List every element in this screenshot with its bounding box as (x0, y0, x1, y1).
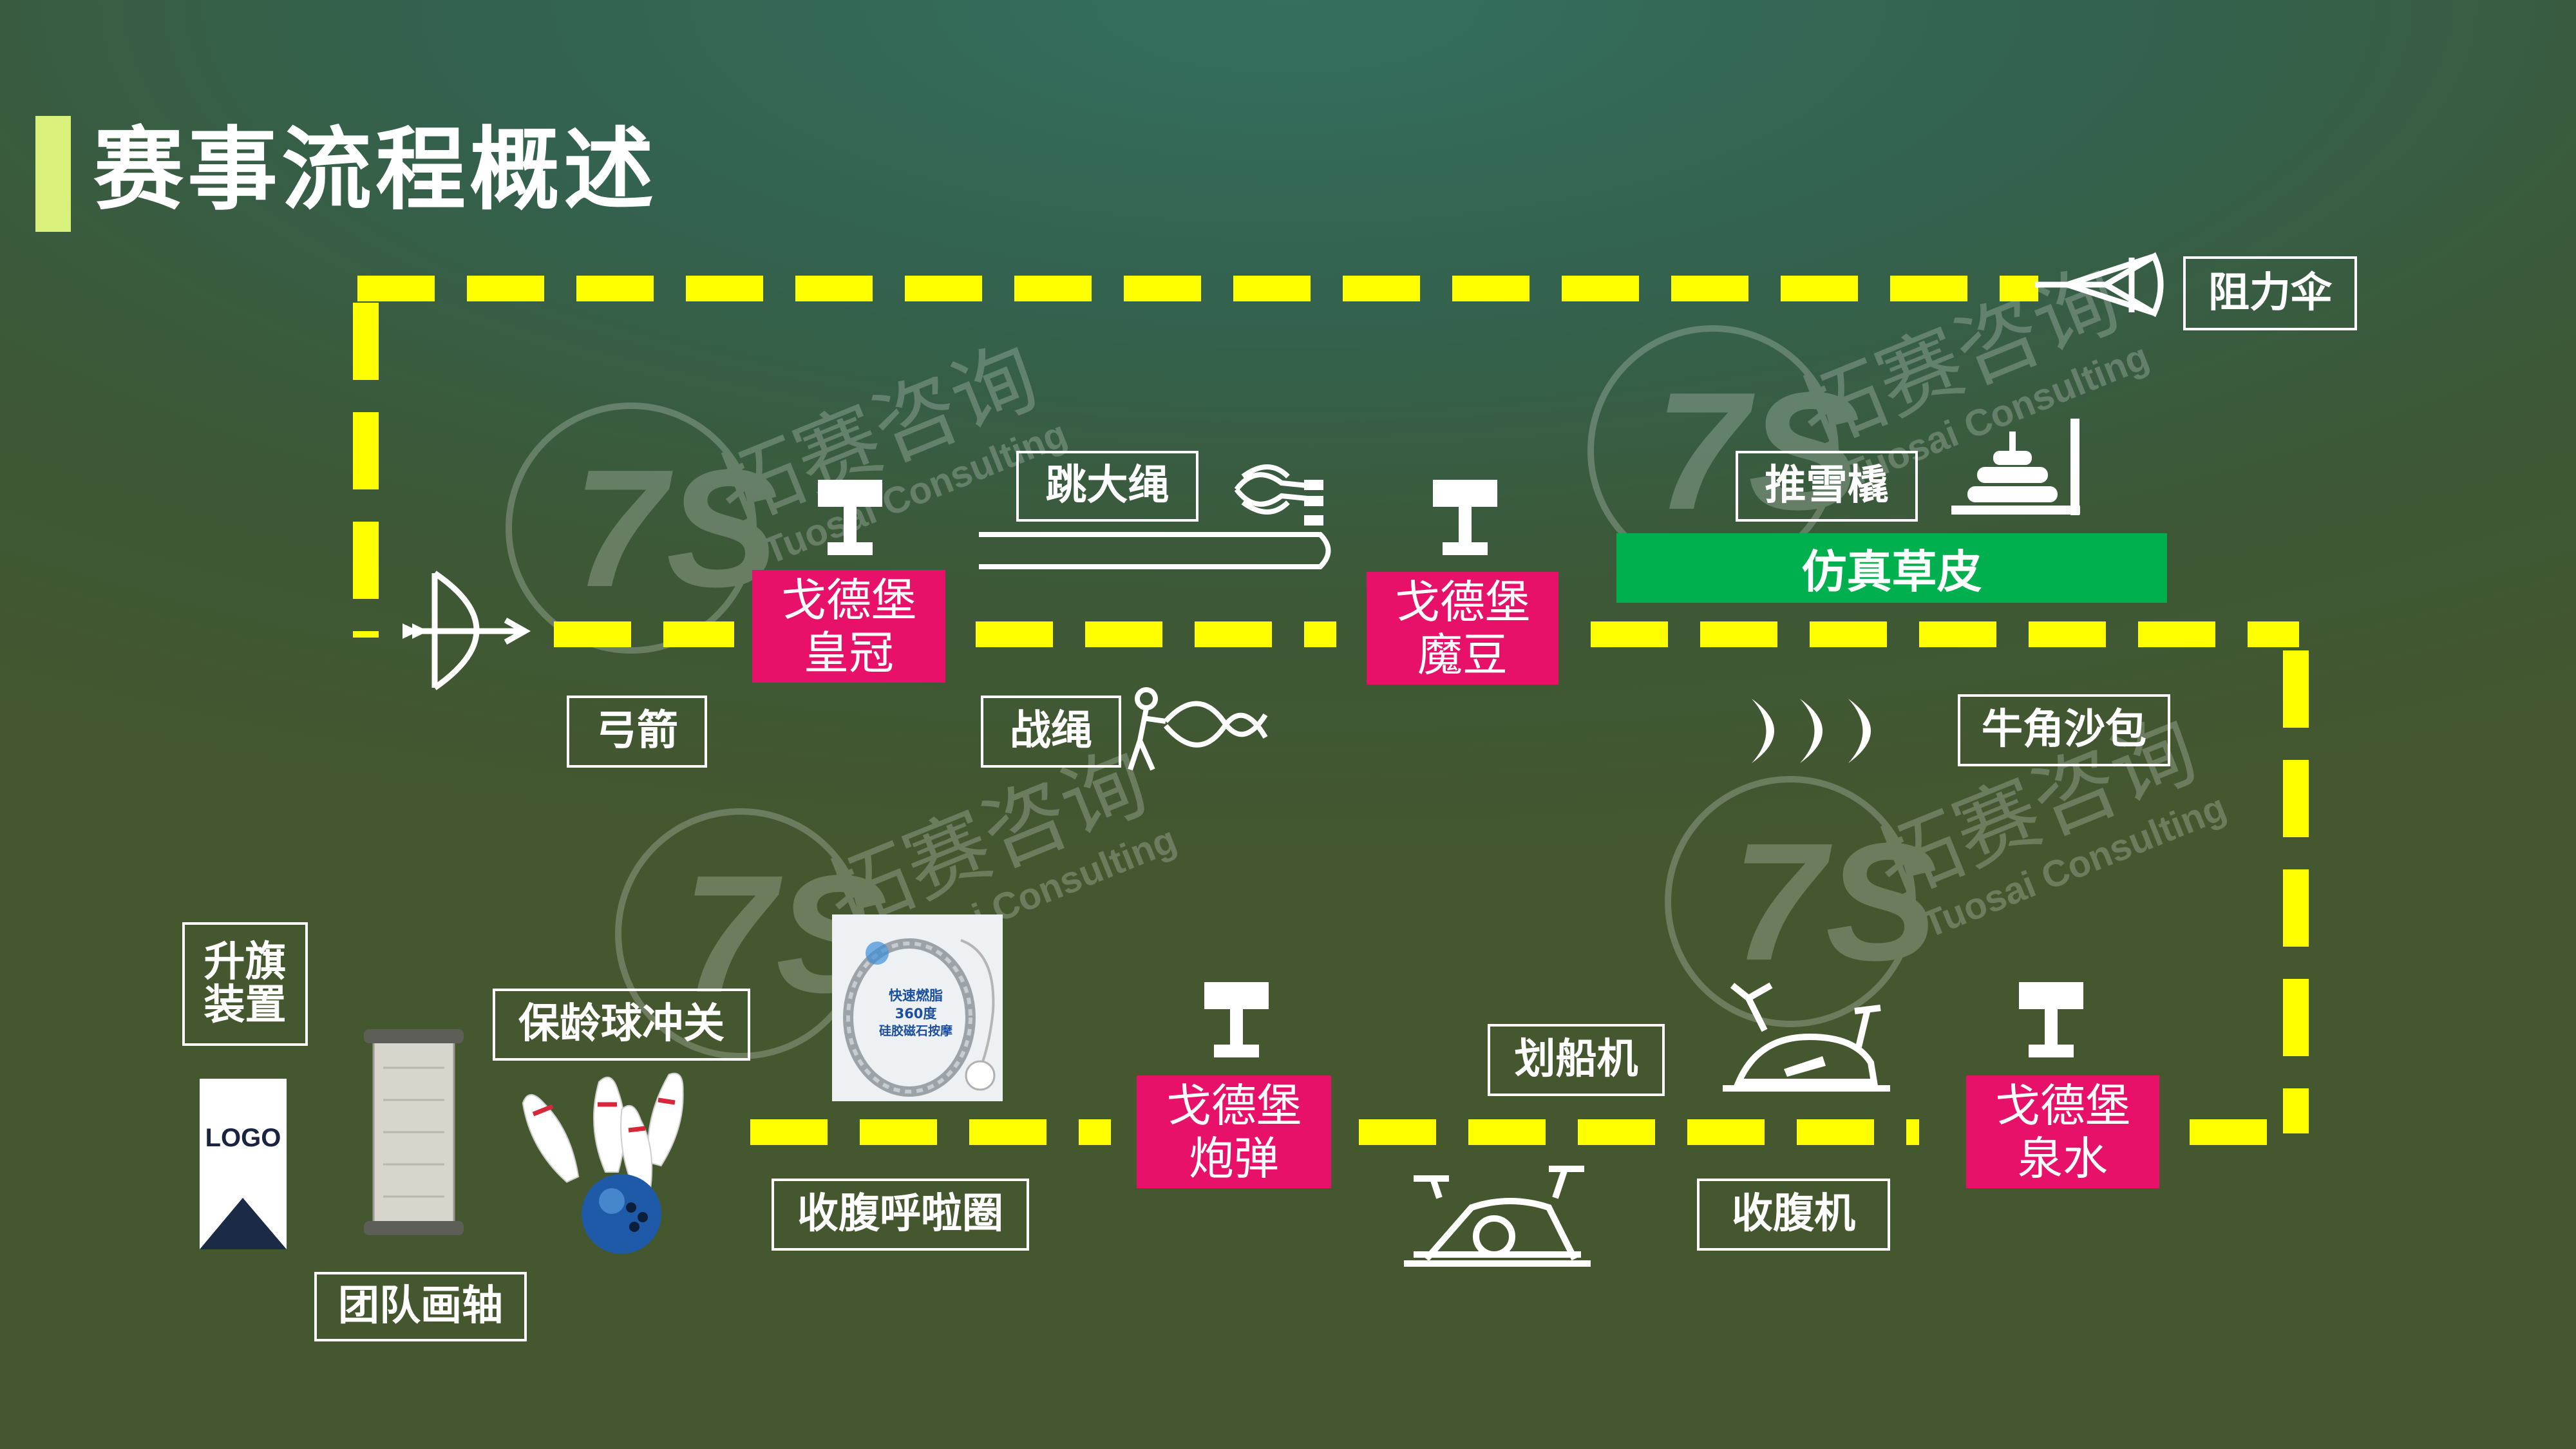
route-middle-left (554, 621, 734, 647)
label-shoufuji: 收腹机 (1697, 1179, 1890, 1251)
station-modou: 戈德堡魔豆 (1367, 572, 1558, 685)
totem-icon (1433, 480, 1497, 555)
label-zhansheng: 战绳 (981, 696, 1121, 768)
label-tuanduihuazhou: 团队画轴 (314, 1272, 527, 1341)
hula-hoop-text-2: 360度 (895, 1006, 937, 1021)
label-gongjian: 弓箭 (567, 696, 707, 768)
turf-banner: 仿真草皮 (1616, 533, 2167, 603)
station-quanshui: 戈德堡泉水 (1966, 1075, 2159, 1188)
bowling-icon (522, 1072, 684, 1254)
jump-rope-icon (979, 464, 1331, 569)
route-right (2283, 650, 2309, 1133)
title-accent-bar (35, 116, 71, 232)
totem-icon (1204, 982, 1269, 1057)
label-zuliyan: 阻力伞 (2183, 256, 2357, 330)
battle-rope-icon (1128, 687, 1268, 771)
route-middle-right (1591, 621, 2299, 647)
page-title: 赛事流程概述 (93, 118, 658, 223)
totem-icon (818, 480, 882, 555)
rowing-machine-icon (1723, 982, 1890, 1092)
horn-sandbag-icon (1752, 699, 1871, 763)
route-bottom-center (1359, 1119, 1919, 1145)
label-baolingqiu: 保龄球冲关 (493, 989, 750, 1061)
label-shengqi: 升旗装置 (182, 922, 308, 1046)
label-niujiaoshabao: 牛角沙包 (1958, 694, 2170, 766)
logo-flag: LOGO (200, 1079, 287, 1249)
svg-text:Tuosai Consulting: Tuosai Consulting (1917, 786, 2231, 946)
parachute-icon (2035, 252, 2164, 317)
hula-hoop-text-1: 快速燃脂 (889, 988, 943, 1003)
hula-hoop-text-3: 硅胶磁石按摩 (878, 1024, 952, 1038)
bow-arrow-icon (402, 571, 531, 690)
scroll-icon (364, 1029, 464, 1235)
flag-triangle-icon (200, 1198, 287, 1249)
label-huachuanji: 划船机 (1488, 1024, 1665, 1096)
station-huangguan: 戈德堡皇冠 (752, 570, 945, 683)
label-tuixueqiao: 推雪橇 (1736, 451, 1918, 522)
exercise-bike-icon (1404, 1166, 1591, 1267)
route-left (353, 303, 379, 638)
label-tiaodasheng: 跳大绳 (1016, 451, 1198, 522)
route-middle-center (976, 621, 1336, 647)
hula-hoop-image: 快速燃脂 360度 硅胶磁石按摩 (832, 914, 1003, 1101)
sled-icon (1951, 419, 2080, 515)
route-bottom-right (2190, 1119, 2273, 1145)
svg-text:7S: 7S (1732, 809, 1938, 996)
route-bottom-left (750, 1119, 1111, 1145)
station-paodan: 戈德堡炮弹 (1137, 1075, 1331, 1188)
logo-text: LOGO (205, 1124, 281, 1152)
totem-icon (2019, 982, 2083, 1057)
svg-text:7S: 7S (573, 435, 779, 622)
hula-hoop-icon (843, 938, 996, 1097)
route-top (357, 276, 2038, 301)
label-shoufuhulaquan: 收腹呼啦圈 (772, 1179, 1029, 1251)
